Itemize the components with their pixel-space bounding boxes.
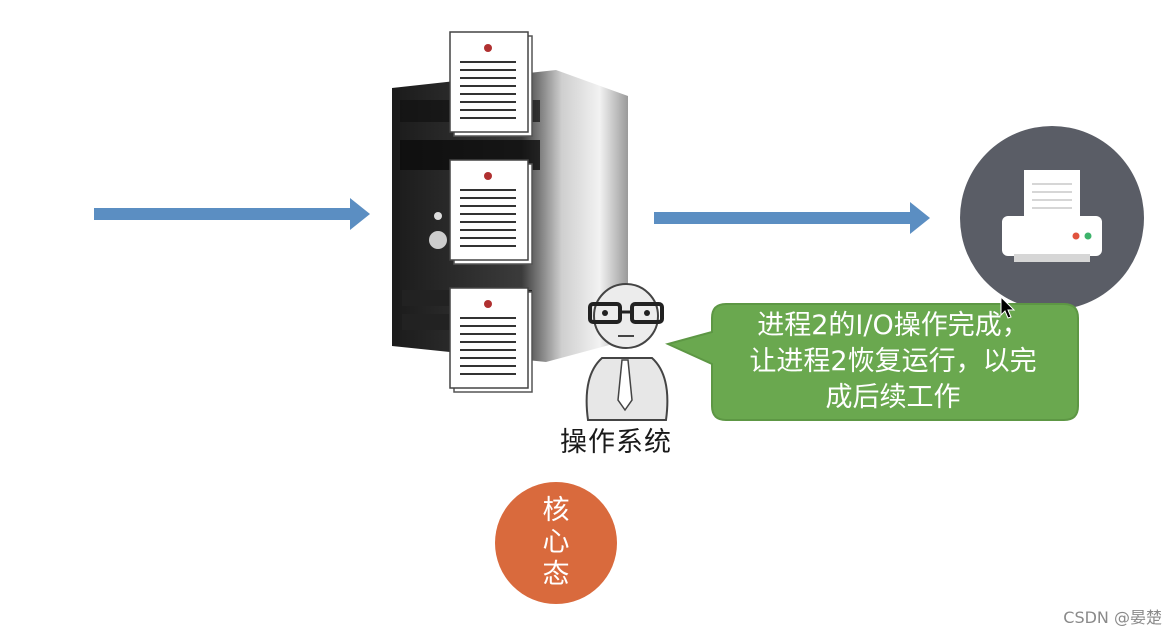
bubble-line-1: 进程2的I/O操作完成， bbox=[757, 310, 1029, 341]
document-icon bbox=[449, 159, 533, 265]
watermark: CSDN @晏楚 bbox=[1063, 608, 1162, 627]
os-label: 操作系统 bbox=[560, 427, 672, 458]
document-icon bbox=[449, 31, 533, 137]
bubble-line-3: 成后续工作 bbox=[825, 382, 961, 413]
speech-bubble-text: 进程2的I/O操作完成， 让进程2恢复运行，以完 成后续工作 bbox=[708, 305, 1078, 419]
speech-bubble bbox=[665, 303, 1079, 421]
core-state-circle: 核心态 bbox=[495, 482, 617, 604]
person-icon bbox=[585, 283, 669, 421]
document-icon bbox=[449, 287, 533, 393]
mouse-cursor-icon bbox=[1000, 296, 1016, 319]
output-arrow bbox=[654, 202, 930, 234]
core-state-label: 核心态 bbox=[542, 495, 570, 590]
printer-icon bbox=[1002, 170, 1102, 262]
bubble-line-2: 让进程2恢复运行，以完 bbox=[749, 346, 1037, 377]
input-arrow bbox=[94, 198, 370, 230]
